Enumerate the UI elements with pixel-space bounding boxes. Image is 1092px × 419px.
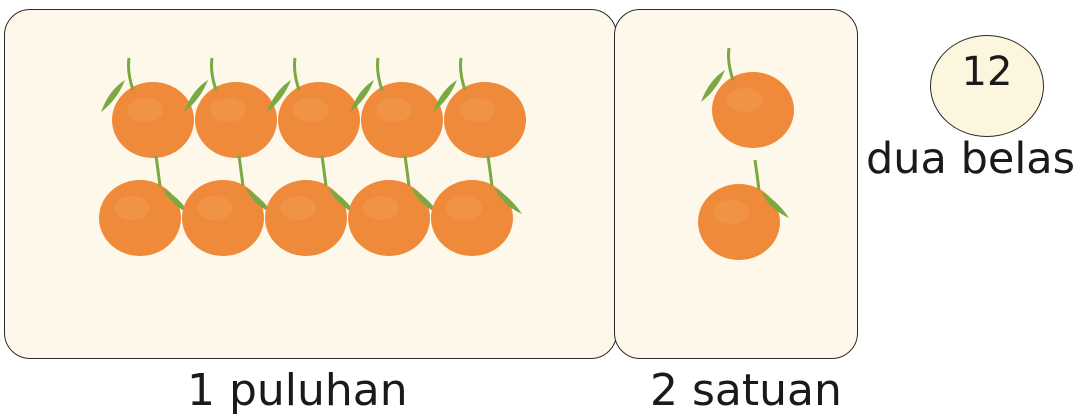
number-word: dua belas <box>866 134 1076 184</box>
orange-icon <box>431 155 522 256</box>
orange-icon <box>348 155 439 256</box>
tens-caption: 1 puluhan <box>187 365 408 416</box>
orange-icon <box>267 57 360 158</box>
orange-icon <box>184 57 277 158</box>
number-circle <box>930 35 1044 137</box>
orange-icon <box>265 155 356 256</box>
orange-icon <box>433 57 526 158</box>
units-oranges-group <box>698 47 794 260</box>
orange-icon <box>350 57 443 158</box>
tens-oranges-group <box>99 57 526 256</box>
units-panel <box>614 9 858 359</box>
orange-icon <box>182 155 273 256</box>
orange-icon <box>701 47 794 148</box>
number-value: 12 <box>961 49 1013 95</box>
tens-panel <box>4 9 617 359</box>
orange-icon <box>101 57 194 158</box>
orange-icon <box>99 155 190 256</box>
orange-icon <box>698 159 789 260</box>
units-caption: 2 satuan <box>650 365 842 416</box>
